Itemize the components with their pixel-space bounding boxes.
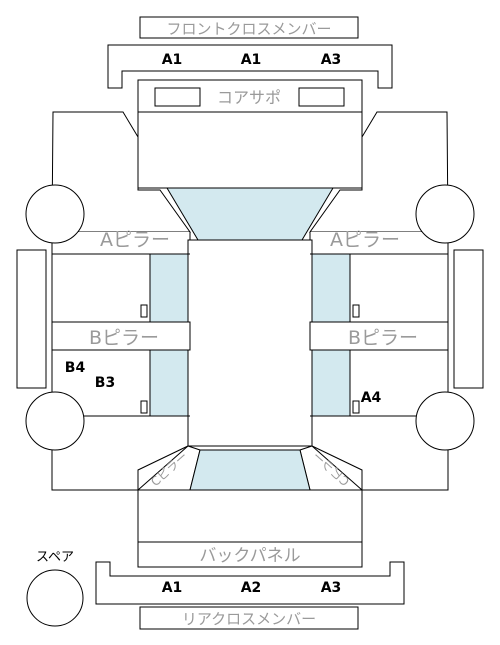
side-mark-b3: B3 bbox=[95, 375, 115, 391]
right-front-window bbox=[311, 253, 351, 323]
a-pillar-left-label: Aピラー bbox=[100, 229, 170, 251]
right-rear-door-handle bbox=[352, 400, 360, 414]
front-cross-member-label: フロントクロスメンバー bbox=[166, 20, 331, 38]
b-pillar-left-label: Bピラー bbox=[89, 327, 159, 349]
rear-mark-2: A2 bbox=[241, 580, 262, 596]
side-mark-a4: A4 bbox=[361, 390, 382, 406]
rear-right-wheel bbox=[415, 391, 475, 451]
front-right-wheel bbox=[415, 184, 475, 244]
front-bumper-bracket bbox=[107, 44, 393, 89]
left-front-window bbox=[149, 253, 189, 323]
hood bbox=[137, 111, 363, 189]
rear-cross-member-label: リアクロスメンバー bbox=[182, 610, 316, 628]
rear-window bbox=[189, 449, 311, 491]
headlight-right bbox=[298, 87, 345, 107]
front-mark-1: A1 bbox=[162, 52, 183, 68]
b-pillar-right bbox=[309, 321, 449, 351]
back-panel-label: バックパネル bbox=[199, 546, 300, 566]
right-front-door-handle bbox=[352, 304, 360, 318]
spare-label: スペア bbox=[36, 550, 74, 565]
spare-tire bbox=[26, 569, 84, 627]
side-mark-b4: B4 bbox=[65, 360, 86, 376]
rear-bumper-bracket bbox=[95, 561, 405, 605]
rear-mark-3: A3 bbox=[321, 580, 342, 596]
right-rear-window bbox=[311, 349, 351, 417]
front-mark-2: A1 bbox=[241, 52, 262, 68]
trunk-lid bbox=[137, 489, 363, 543]
left-rear-window bbox=[149, 349, 189, 417]
rear-cross-member-box bbox=[139, 606, 359, 630]
left-side-step bbox=[16, 249, 47, 389]
rear-mark-1: A1 bbox=[162, 580, 183, 596]
roof bbox=[187, 239, 313, 447]
a-pillar-right-label: Aピラー bbox=[330, 229, 400, 251]
windshield bbox=[166, 187, 334, 241]
headlight-left bbox=[154, 87, 201, 107]
right-side-step bbox=[453, 249, 484, 389]
b-pillar-left bbox=[51, 321, 191, 351]
rear-left-wheel bbox=[25, 391, 85, 451]
front-cross-member-box bbox=[139, 16, 359, 39]
core-support-label: コアサポ bbox=[217, 88, 281, 107]
front-mark-3: A3 bbox=[321, 52, 342, 68]
b-pillar-right-label: Bピラー bbox=[348, 327, 418, 349]
front-left-wheel bbox=[25, 184, 85, 244]
back-panel bbox=[137, 541, 363, 568]
left-rear-door-handle bbox=[140, 400, 148, 414]
left-front-door-handle bbox=[140, 304, 148, 318]
